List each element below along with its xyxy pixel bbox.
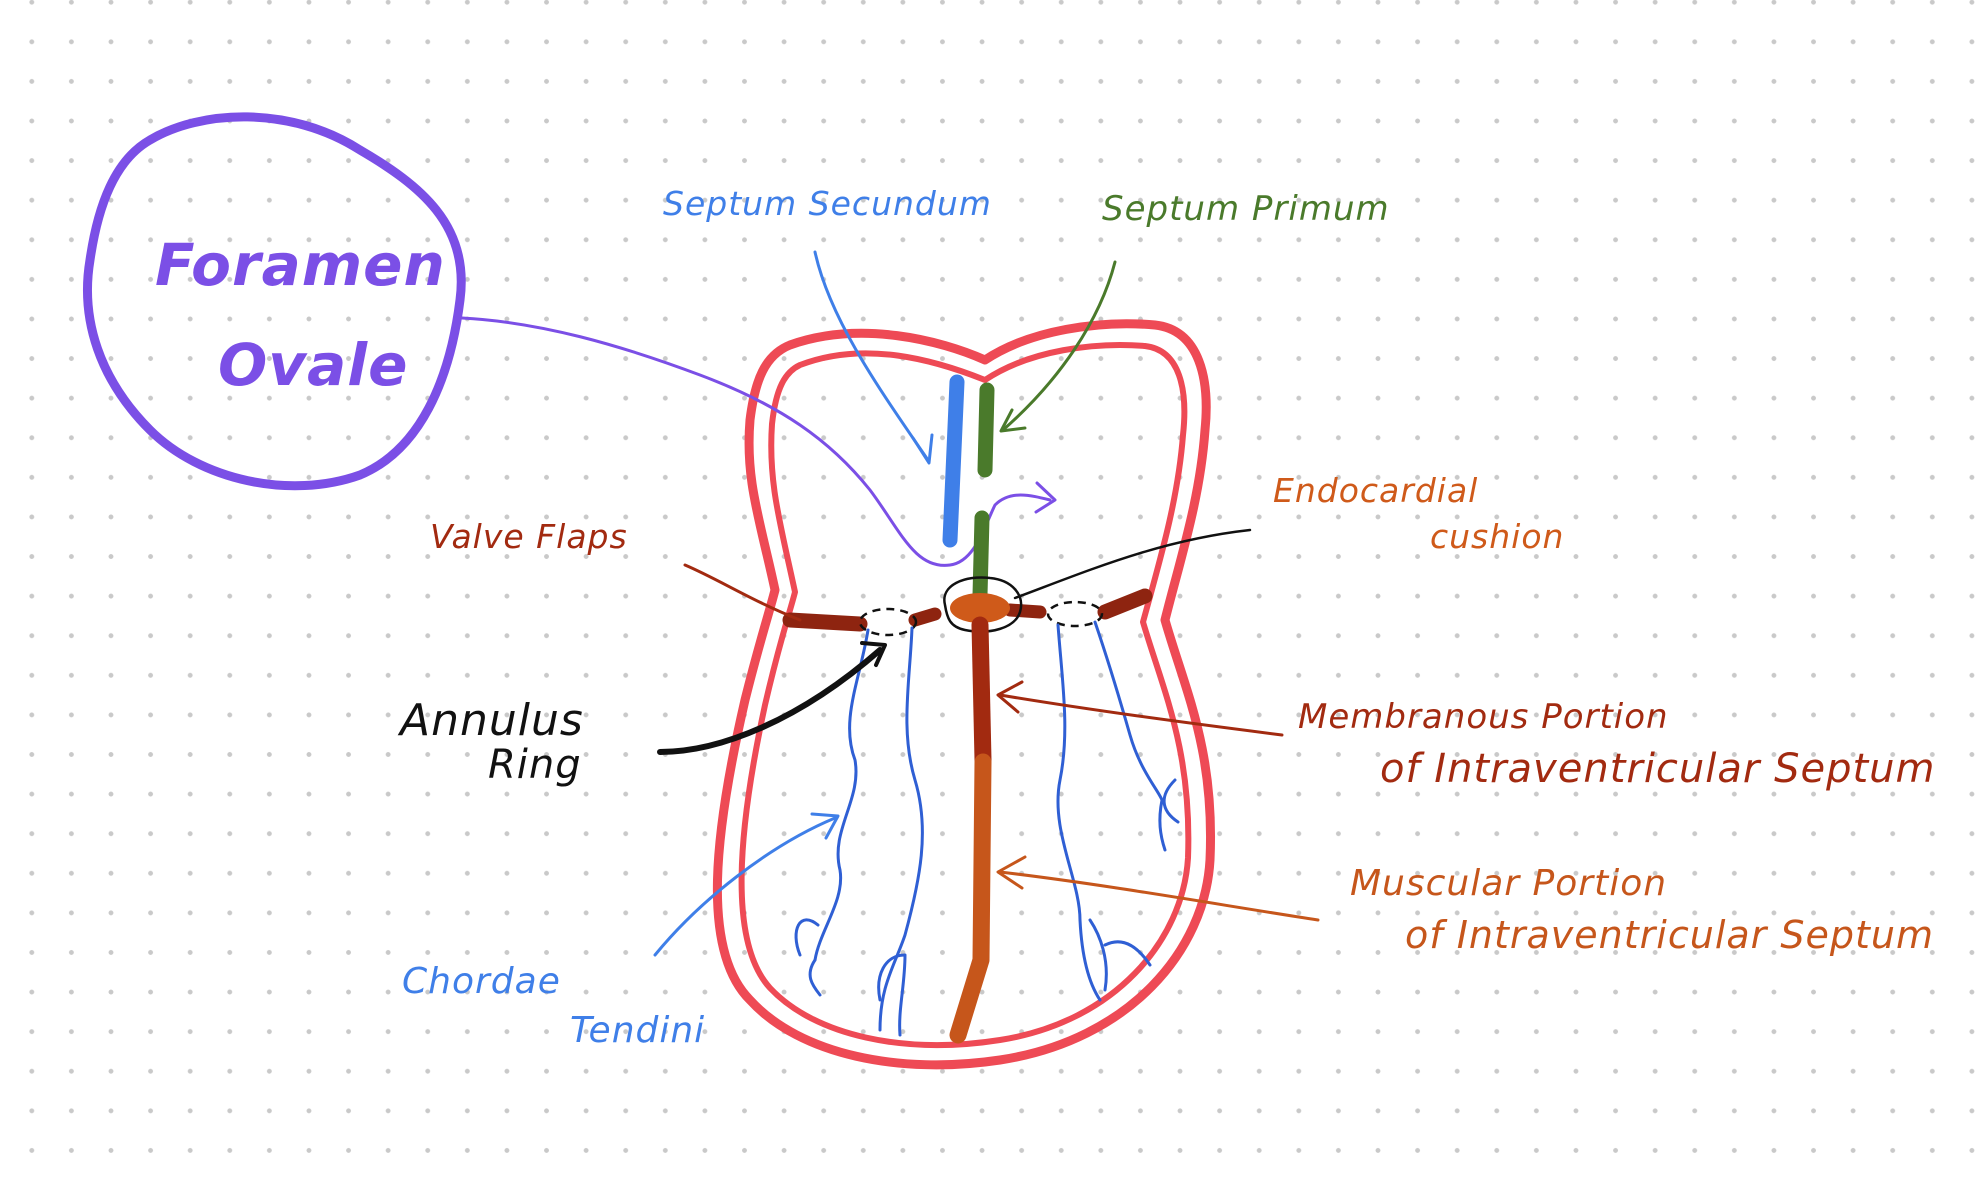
septum-primum-arrowhead [999, 408, 1027, 433]
foramen-label-line1: Foramen [155, 231, 446, 299]
endocardial-cushion-shape [950, 593, 1010, 623]
muscular-septum-pointer [998, 870, 1320, 922]
chordae-strand-2 [878, 626, 924, 1032]
annulus-ring-label-line2: Ring [488, 742, 582, 788]
annulus-ring-pointer [657, 647, 883, 755]
membranous-septum-pointer [998, 693, 1284, 737]
foramen-ovale-bubble [83, 112, 466, 491]
heart-outer-wall [712, 319, 1216, 1070]
chordae-tendineae-label-line1: Chordae [402, 961, 561, 1002]
chordae-strand-1-fork [794, 918, 822, 997]
septum-primum-pointer [1001, 260, 1117, 432]
annulus-dashed-left [858, 607, 918, 637]
chordae-tendineae-label-line2: Tendini [570, 1010, 705, 1051]
foramen-pointer-line [460, 316, 1052, 567]
chordae-strand-3-fork [1088, 918, 1152, 992]
muscular-septum-arrowhead [996, 855, 1027, 890]
chordae-tendineae-pointer [653, 816, 837, 957]
chordae-strand-3 [1056, 623, 1102, 1002]
foramen-label-line2: Ovale [218, 331, 408, 399]
membranous-septum-label-line1: Membranous Portion [1298, 697, 1669, 737]
membranous-septum-label-line2: of Intraventricular Septum [1380, 746, 1935, 792]
membranous-septum-arrowhead [996, 680, 1024, 714]
endocardial-cushion-label-line1: Endocardial [1273, 471, 1478, 510]
heart-inner-wall [738, 342, 1192, 1048]
endocardial-cushion-outline [943, 576, 1023, 633]
endocardial-cushion-pointer [1013, 528, 1252, 600]
septum-primum-upper-bar [977, 382, 995, 478]
chordae-strand-4 [1093, 620, 1164, 802]
muscular-septum-bar [949, 753, 992, 1044]
chordae-strand-2-fork [877, 953, 907, 1037]
annulus-dashed-right [1046, 600, 1104, 628]
foramen-arrowhead [1034, 481, 1057, 514]
valve-flap-left-2 [908, 607, 942, 627]
septum-secundum-arrowhead [911, 433, 934, 465]
valve-flaps-pointer [683, 563, 802, 622]
valve-flap-right-2 [1097, 588, 1153, 620]
membranous-septum-bar [971, 616, 992, 769]
valve-flap-right-1 [1003, 603, 1047, 619]
septum-secundum-label: Septum Secundum [663, 184, 992, 223]
valve-flap-left-1 [782, 612, 868, 632]
muscular-septum-label-line1: Muscular Portion [1350, 863, 1667, 904]
septum-secundum-pointer [813, 250, 930, 462]
septum-primum-lower-bar [972, 510, 990, 603]
muscular-septum-label-line2: of Intraventricular Septum [1405, 913, 1934, 957]
chordae-tendineae-arrowhead [810, 812, 840, 840]
septum-secundum-bar [942, 374, 965, 548]
valve-flaps-label: Valve Flaps [430, 517, 628, 556]
annulus-ring-arrowhead [860, 641, 887, 667]
chordae-strand-4-tip [1158, 778, 1180, 852]
septum-primum-label: Septum Primum [1102, 189, 1390, 229]
endocardial-cushion-label-line2: cushion [1430, 517, 1564, 556]
annulus-ring-label-line1: Annulus [397, 695, 584, 746]
chordae-strand-1 [813, 628, 870, 962]
